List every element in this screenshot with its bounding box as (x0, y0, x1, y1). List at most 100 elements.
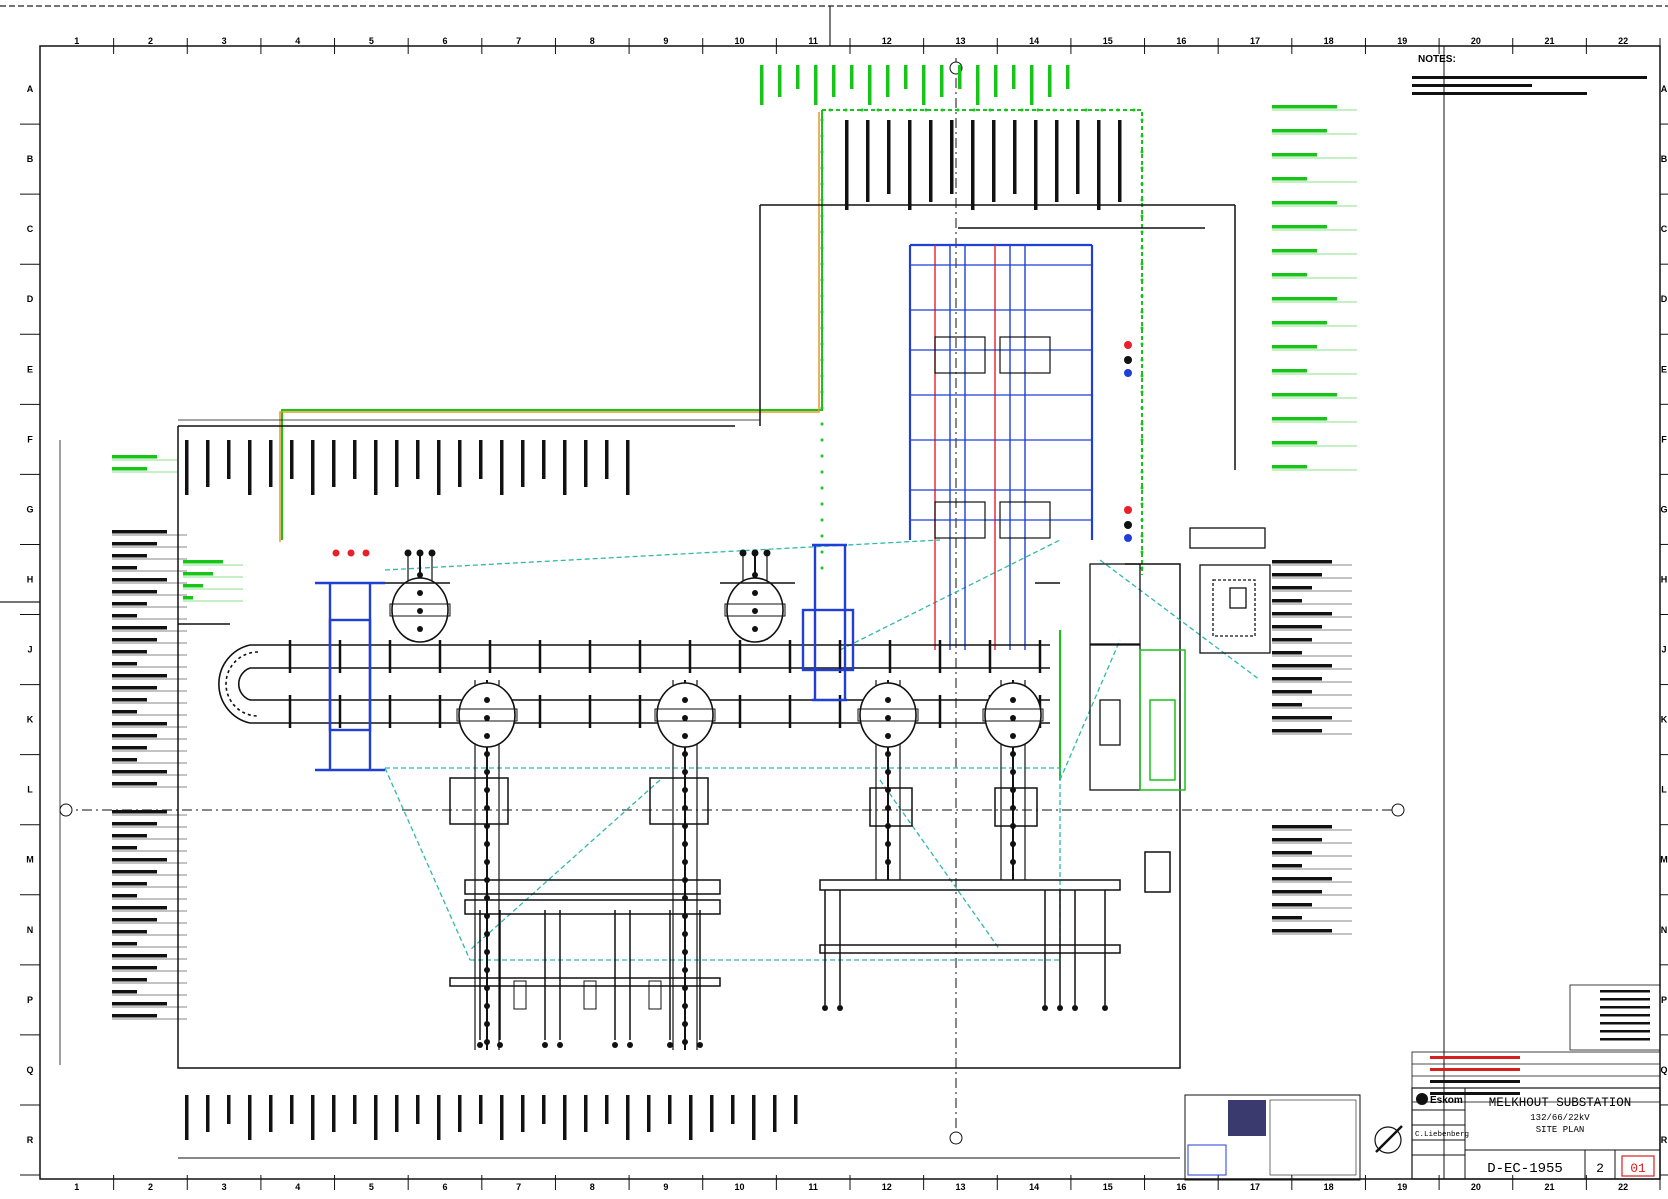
row-label: A (1661, 84, 1668, 94)
lv-isolator (648, 980, 662, 1010)
hv-breaker (934, 501, 986, 539)
row-label: B (27, 154, 34, 164)
earth-point (1140, 454, 1144, 458)
column-label: 18 (1324, 1182, 1334, 1192)
earth-point (1140, 358, 1144, 362)
horizontal-label (112, 746, 147, 750)
perimeter-fence (177, 204, 1236, 1069)
vertical-label (929, 120, 933, 202)
vertical-label (958, 65, 962, 89)
column-label: 8 (590, 1182, 595, 1192)
horizontal-label (183, 572, 213, 576)
horizontal-label (112, 542, 157, 546)
vertical-label (584, 1095, 588, 1132)
lv-isolator (513, 980, 527, 1010)
column-label: 11 (808, 36, 818, 46)
earth-point (820, 294, 824, 298)
horizontal-label (112, 894, 137, 898)
horizontal-label (112, 882, 147, 886)
vertical-label (479, 440, 483, 479)
horizontal-label (112, 930, 147, 934)
insulator-node (1010, 697, 1016, 703)
lv-column-foot (1057, 1005, 1063, 1011)
row-label: P (1661, 995, 1667, 1005)
earth-point (1020, 108, 1024, 112)
column-label: 5 (369, 1182, 374, 1192)
column-label: 9 (663, 36, 668, 46)
vertical-label (605, 1095, 609, 1124)
horizontal-label (112, 1002, 167, 1006)
hv-breaker (999, 336, 1051, 374)
horizontal-label (1272, 321, 1327, 325)
vertical-label (1118, 120, 1122, 202)
vertical-label (626, 1095, 630, 1140)
note-line (1412, 92, 1587, 95)
horizontal-label (1272, 825, 1332, 829)
earth-point (1140, 486, 1144, 490)
vertical-label (374, 440, 378, 495)
lv-column-foot (667, 1042, 673, 1048)
column-label: 6 (442, 36, 447, 46)
lv-column-foot (1102, 1005, 1108, 1011)
vertical-label (353, 1095, 357, 1124)
earth-point (820, 166, 824, 170)
horizontal-label (1272, 225, 1327, 229)
earth-point (820, 182, 824, 186)
vertical-label (521, 440, 525, 487)
row-label: M (26, 855, 34, 865)
revision-entry (1430, 1068, 1520, 1071)
horizontal-label (1272, 664, 1332, 668)
notes-heading: NOTES: (1418, 54, 1456, 65)
earth-point (1004, 108, 1008, 112)
column-label: 19 (1397, 36, 1407, 46)
column-label: 19 (1397, 1182, 1407, 1192)
horizontal-label (112, 566, 137, 570)
horizontal-label (1272, 929, 1332, 933)
vertical-label (689, 1095, 693, 1140)
lv-column-foot (497, 1042, 503, 1048)
insulator-node (885, 751, 891, 757)
vertical-label (248, 440, 252, 495)
vertical-label (866, 120, 870, 202)
vertical-label (332, 1095, 336, 1132)
earth-point (1140, 278, 1144, 282)
earth-point (988, 108, 992, 112)
vertical-label (227, 1095, 231, 1124)
transformer-bays (315, 549, 1060, 1050)
earth-point (1140, 294, 1144, 298)
vertical-label (353, 440, 357, 479)
vertical-label (850, 65, 854, 89)
vertical-label (584, 440, 588, 487)
grid-marker-bottom (949, 1131, 963, 1145)
insulator-node (484, 769, 490, 775)
insulator-node (682, 787, 688, 793)
vertical-label (1030, 65, 1034, 105)
earth-point (820, 230, 824, 234)
phase-marker (1124, 341, 1132, 349)
row-label: Q (1660, 1065, 1667, 1075)
horizontal-label (1272, 441, 1317, 445)
row-label: H (27, 574, 34, 584)
vertical-label (563, 1095, 567, 1140)
earth-point (820, 438, 824, 442)
horizontal-label (112, 614, 137, 618)
earth-point (1140, 262, 1144, 266)
revision-entry (1430, 1080, 1520, 1083)
horizontal-label (112, 1014, 157, 1018)
vertical-label (971, 120, 975, 210)
insulator-node (885, 733, 891, 739)
column-label: 20 (1471, 36, 1481, 46)
horizontal-label (183, 560, 223, 564)
column-label: 4 (295, 36, 300, 46)
column-label: 2 (148, 1182, 153, 1192)
horizontal-label (112, 990, 137, 994)
horizontal-label (112, 467, 147, 471)
insulator-node (484, 787, 490, 793)
earth-point (820, 518, 824, 522)
lv-column-foot (697, 1042, 703, 1048)
horizontal-label (1272, 599, 1302, 603)
earth-point (820, 342, 824, 346)
revision-entry (1600, 1006, 1650, 1009)
earth-point (1140, 374, 1144, 378)
lv-isolator (583, 980, 597, 1010)
